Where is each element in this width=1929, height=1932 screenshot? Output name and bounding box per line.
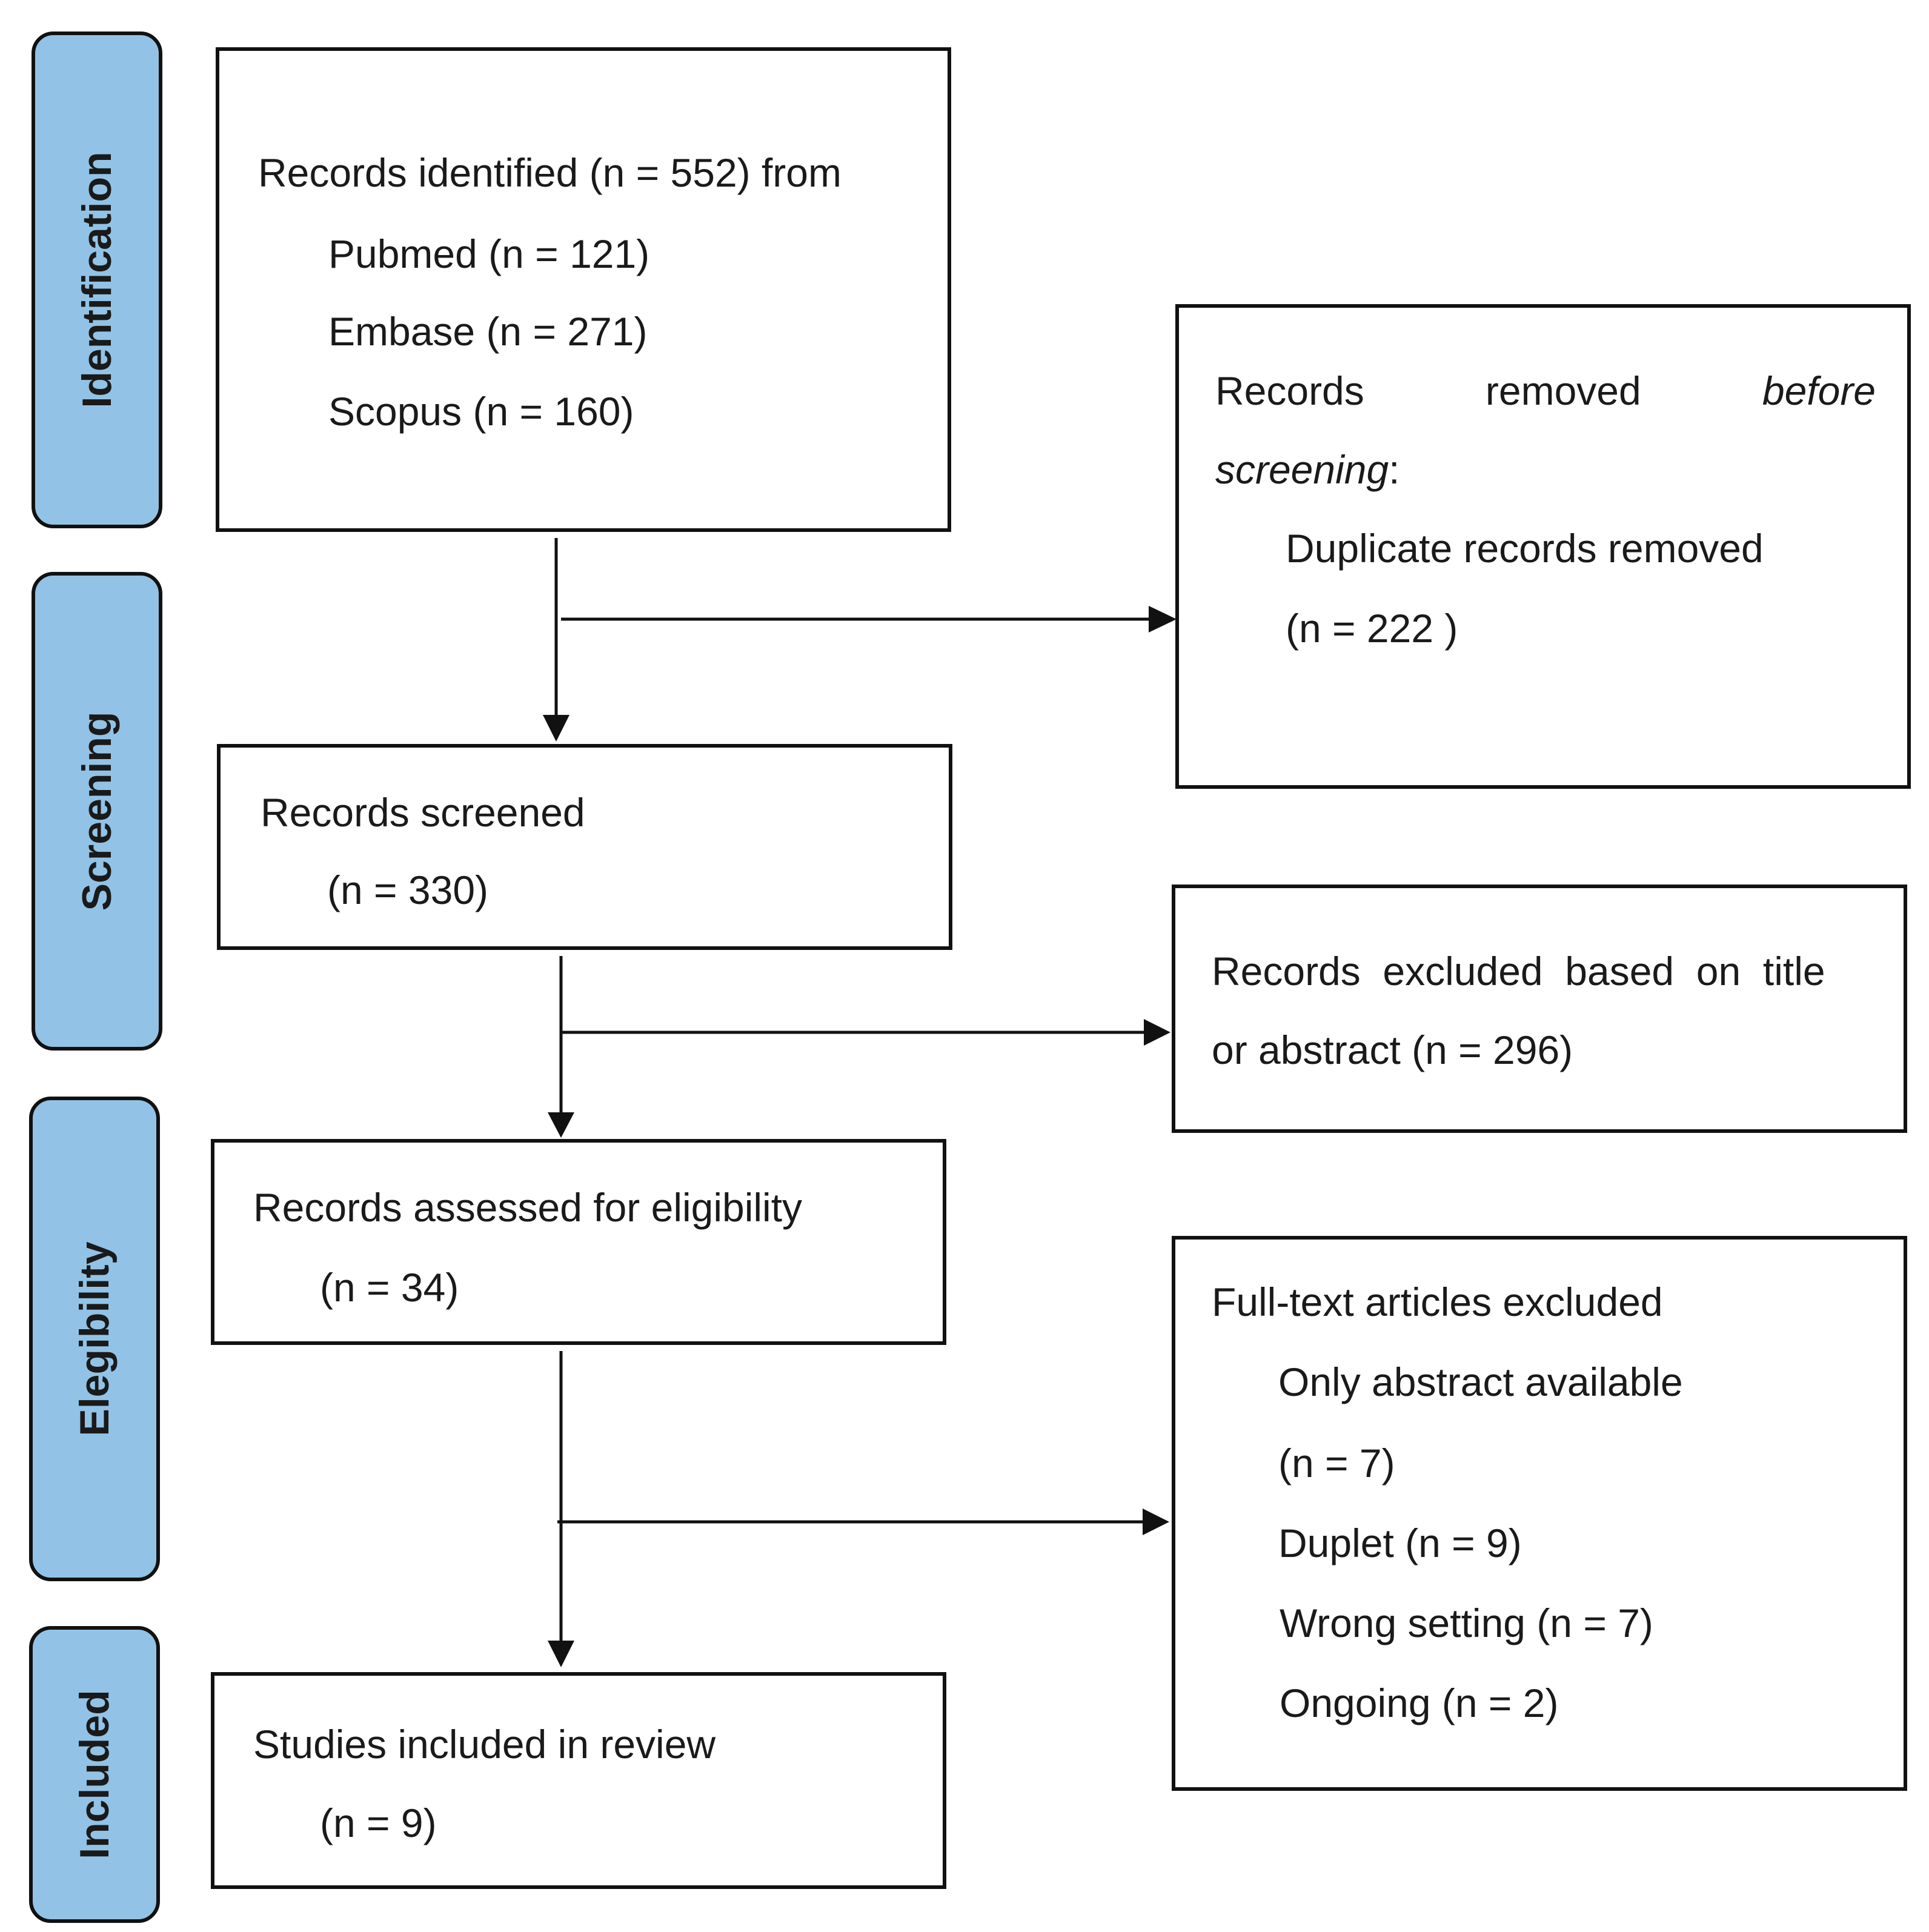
arrow-to-records-removed <box>561 606 1177 632</box>
reason-wrong-setting: Wrong setting (n = 7) <box>1280 1601 1653 1645</box>
records-removed-box: Records removed before screening: Duplic… <box>1175 304 1911 789</box>
reason-ongoing: Ongoing (n = 2) <box>1280 1681 1559 1725</box>
records-screened-box: Records screened (n = 330) <box>217 744 952 950</box>
source-pubmed: Pubmed (n = 121) <box>328 231 650 276</box>
records-identified-box: Records identified (n = 552) from Pubmed… <box>216 47 951 532</box>
reason-only-abstract-count: (n = 7) <box>1278 1441 1395 1486</box>
studies-included-count: (n = 9) <box>320 1801 437 1845</box>
studies-included-box: Studies included in review (n = 9) <box>211 1672 946 1889</box>
removed-screening-line: screening: <box>1215 450 1400 490</box>
duplicate-records-removed: Duplicate records removed <box>1286 526 1764 571</box>
records-excluded-title-line1: Records excluded based on title <box>1212 949 1825 994</box>
source-embase: Embase (n = 271) <box>328 309 648 354</box>
phase-included: Included <box>29 1626 160 1923</box>
source-scopus: Scopus (n = 160) <box>328 389 634 434</box>
arrow-screened-to-assessed <box>548 956 574 1138</box>
arrow-to-records-excluded-title <box>562 1019 1170 1046</box>
records-excluded-title-box: Records excluded based on title or abstr… <box>1172 885 1907 1133</box>
records-removed-heading: Records removed before <box>1215 371 1876 411</box>
arrow-assessed-to-included <box>548 1351 574 1667</box>
phase-identification: Identification <box>32 32 162 528</box>
arrow-to-fulltext-excluded <box>557 1509 1169 1535</box>
fulltext-excluded-title: Full-text articles excluded <box>1212 1280 1663 1324</box>
records-assessed-box: Records assessed for eligibility (n = 34… <box>211 1139 946 1345</box>
studies-included-label: Studies included in review <box>253 1722 716 1767</box>
removed-word-screening: screening <box>1215 447 1389 492</box>
reason-duplet: Duplet (n = 9) <box>1278 1521 1522 1565</box>
records-screened-count: (n = 330) <box>327 868 488 912</box>
phase-eligibility: Elegibility <box>29 1097 160 1581</box>
records-assessed-count: (n = 34) <box>320 1265 459 1310</box>
phase-screening: Screening <box>32 572 162 1051</box>
removed-word-removed: removed <box>1485 368 1641 413</box>
removed-colon: : <box>1389 447 1400 492</box>
arrow-identified-to-screened <box>543 538 569 742</box>
fulltext-excluded-box: Full-text articles excluded Only abstrac… <box>1172 1236 1907 1791</box>
records-identified-title: Records identified (n = 552) from <box>258 150 842 195</box>
reason-only-abstract: Only abstract available <box>1278 1359 1683 1404</box>
duplicate-records-count: (n = 222 ) <box>1286 606 1458 651</box>
removed-word-before: before <box>1762 368 1876 413</box>
records-assessed-label: Records assessed for eligibility <box>253 1185 803 1230</box>
removed-word-records: Records <box>1215 368 1364 413</box>
records-screened-label: Records screened <box>261 790 585 835</box>
records-excluded-title-line2: or abstract (n = 296) <box>1212 1027 1573 1072</box>
